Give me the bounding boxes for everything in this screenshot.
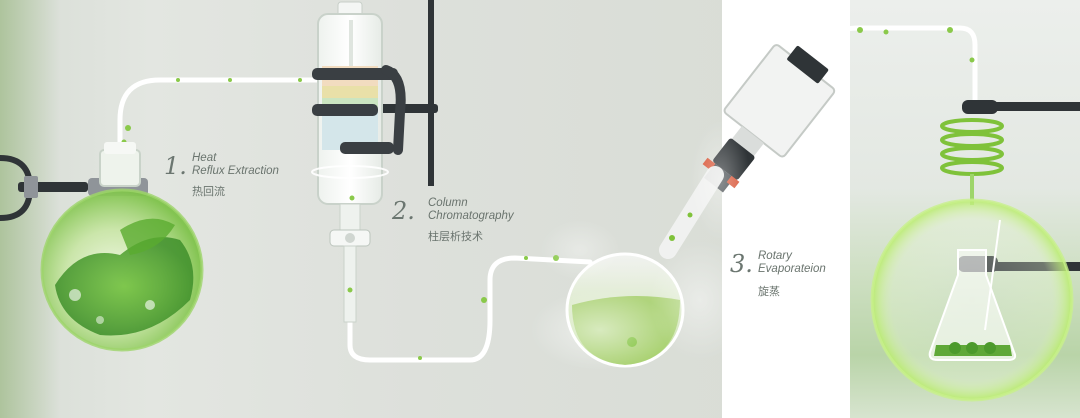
step-1-label: 1. Heat Reflux Extraction 热回流 bbox=[164, 152, 324, 202]
erlenmeyer-flask-icon bbox=[872, 200, 1072, 400]
step-3-chinese: 旋蒸 bbox=[758, 283, 780, 299]
step-1-number: 1. bbox=[164, 152, 187, 180]
steam-smoke bbox=[530, 120, 750, 370]
step-2-title: Column Chromatography bbox=[428, 197, 514, 223]
step-3-number: 3. bbox=[730, 250, 753, 278]
condenser-coil-icon bbox=[942, 120, 1002, 205]
step-2-number: 2. bbox=[392, 197, 415, 225]
rotary-evaporator-icon bbox=[668, 34, 843, 250]
step-1-chinese: 热回流 bbox=[192, 183, 225, 199]
support-rods bbox=[378, 0, 438, 186]
step-2-chinese: 柱层析技术 bbox=[428, 228, 483, 244]
step-3-label: 3. Rotary Evaporateion 旋蒸 bbox=[730, 250, 860, 300]
step-3-title: Rotary Evaporateion bbox=[758, 250, 826, 276]
step-2-label: 2. Column Chromatography 柱层析技术 bbox=[392, 197, 552, 247]
step-1-title: Heat Reflux Extraction bbox=[192, 152, 279, 178]
